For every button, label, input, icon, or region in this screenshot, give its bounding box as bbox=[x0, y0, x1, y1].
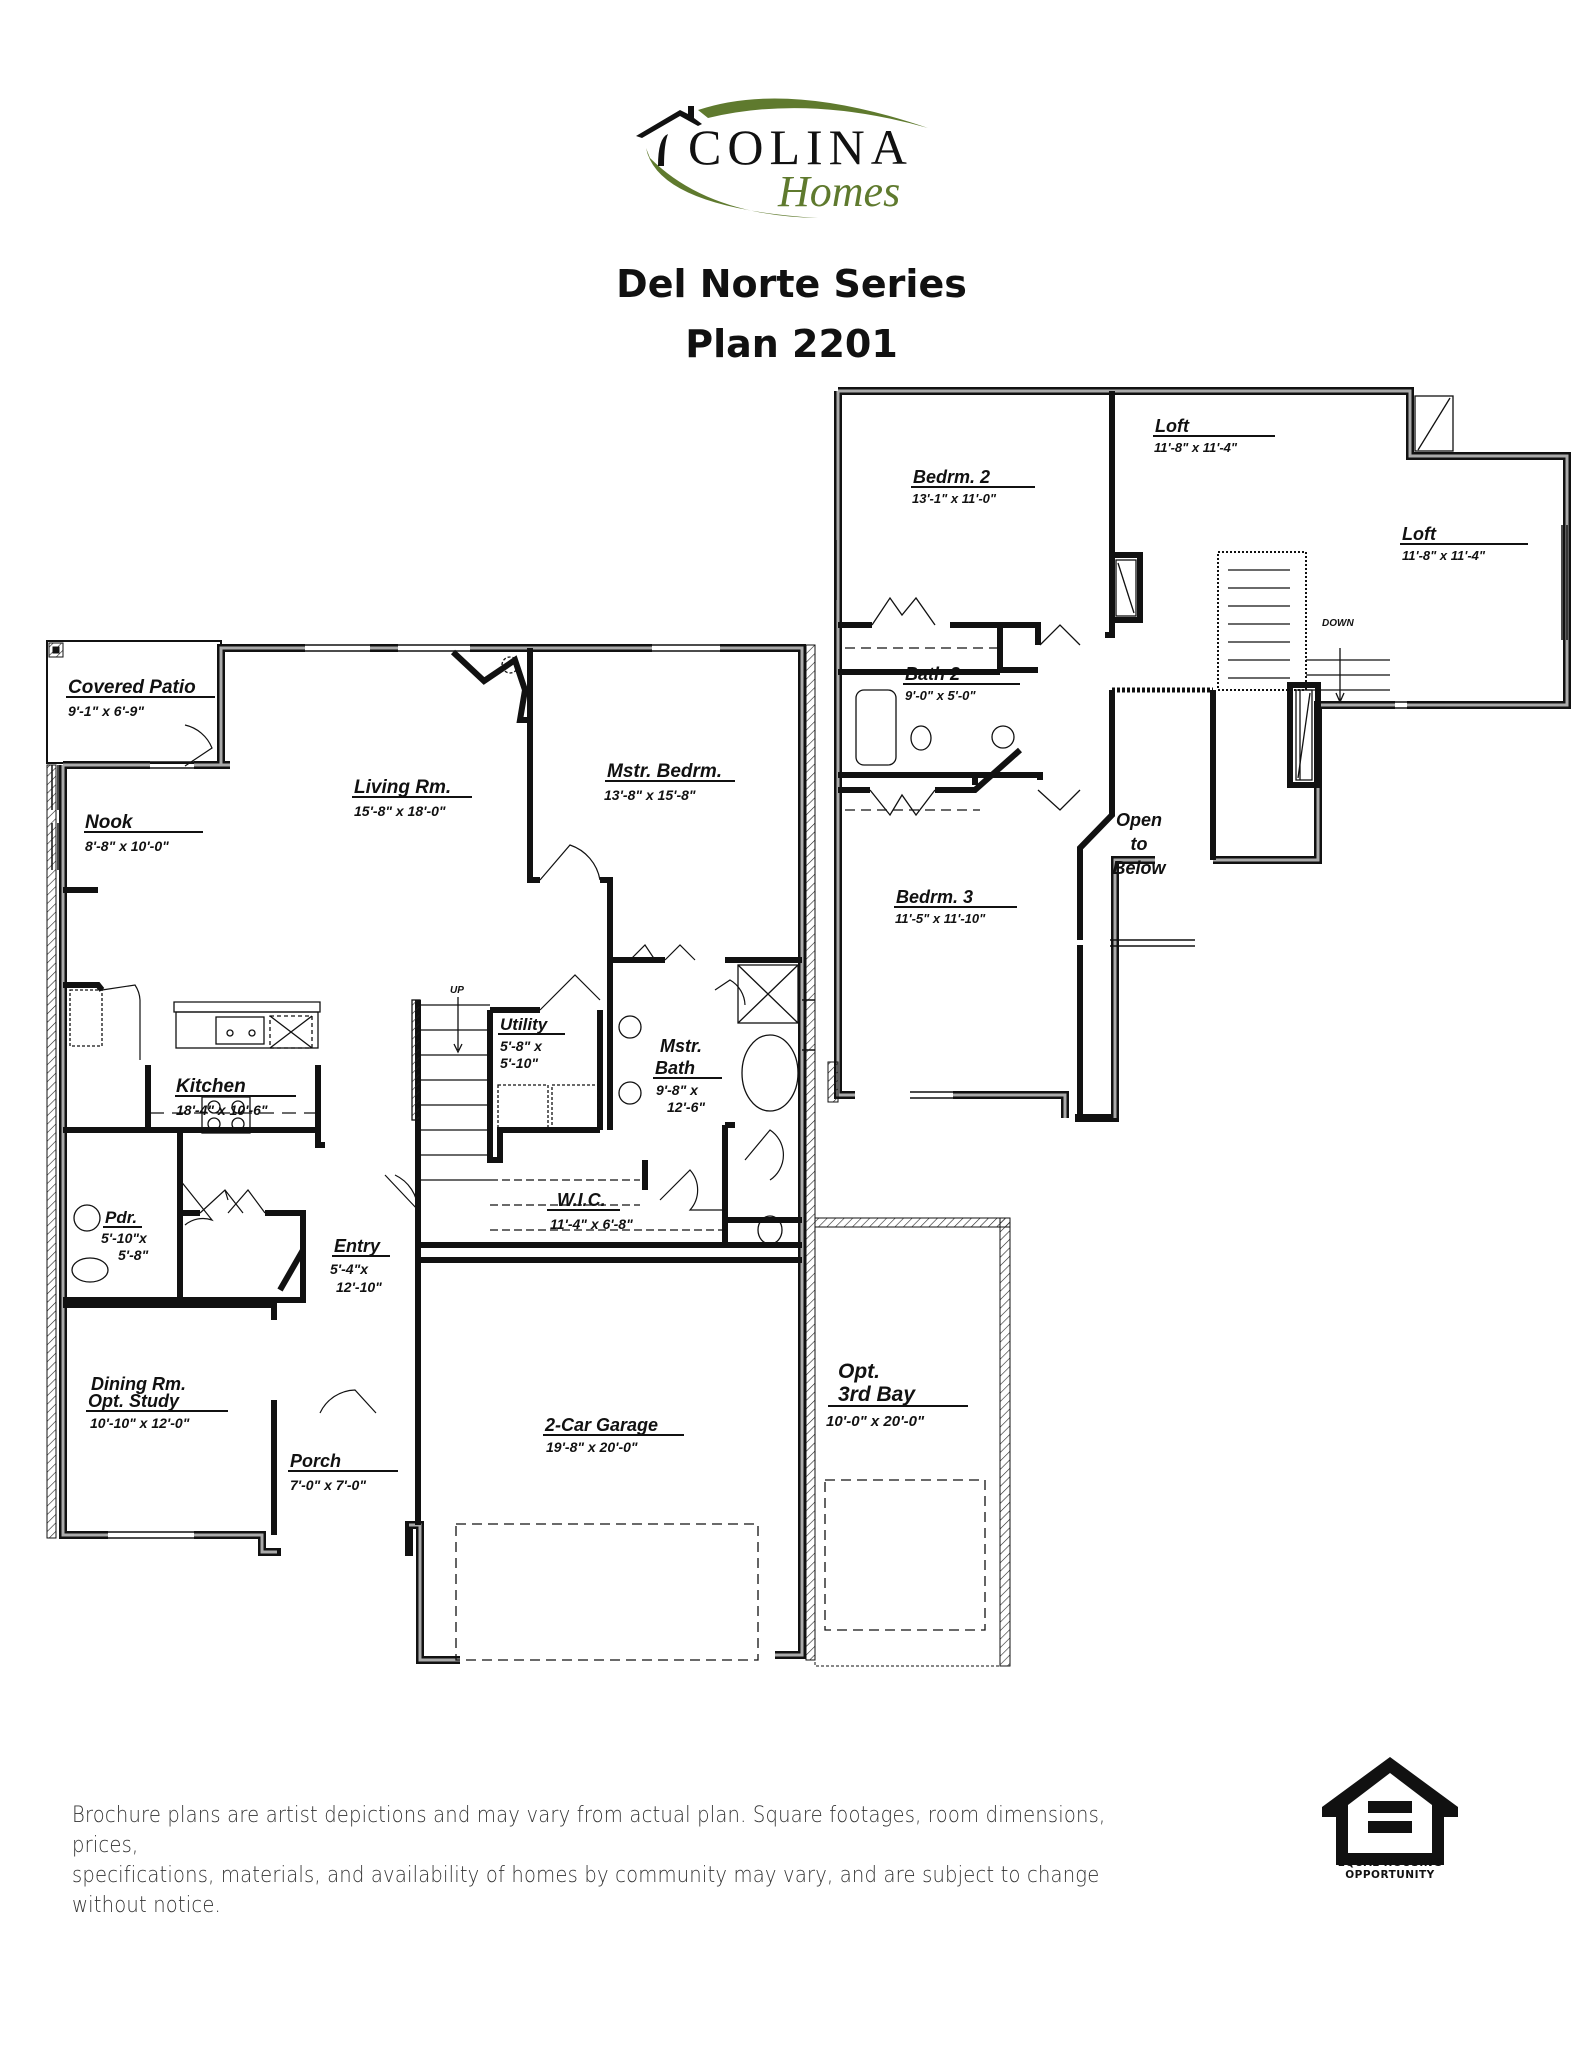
stairs-down-label: DOWN bbox=[1322, 618, 1354, 629]
windows bbox=[51, 644, 815, 1539]
room-dims-kitchen: 18'-4" x 10'-6" bbox=[176, 1102, 268, 1118]
room-label-wic: W.I.C. bbox=[557, 1190, 606, 1210]
room-dims-entry-2: 12'-10" bbox=[336, 1279, 382, 1295]
disclaimer: Brochure plans are artist depictions and… bbox=[72, 1800, 1116, 1920]
room-dims-entry-1: 5'-4"x bbox=[330, 1261, 369, 1277]
logo-brand: COLINA bbox=[688, 119, 913, 175]
room-label-third-bay-2: 3rd Bay bbox=[838, 1383, 916, 1406]
room-dims-master-bath-2: 12'-6" bbox=[667, 1099, 705, 1115]
room-label-garage: 2-Car Garage bbox=[544, 1415, 658, 1435]
room-label-bath-2: Bath 2 bbox=[905, 664, 960, 684]
open-below-2: to bbox=[1131, 834, 1148, 854]
series-title: Del Norte Series bbox=[616, 262, 967, 306]
room-dims-dining: 10'-10" x 12'-0" bbox=[90, 1415, 190, 1431]
room-dims-garage: 19'-8" x 20'-0" bbox=[546, 1439, 638, 1455]
room-dims-powder-1: 5'-10"x bbox=[101, 1230, 148, 1246]
room-label-entry: Entry bbox=[334, 1236, 381, 1256]
door-swings bbox=[101, 724, 784, 1414]
second-floor-interior-walls bbox=[838, 391, 1321, 1118]
veneer-upper bbox=[827, 1061, 839, 1103]
fixtures bbox=[69, 656, 799, 1661]
toilet-master bbox=[757, 1215, 783, 1245]
second-floor-plan bbox=[827, 387, 1571, 1122]
stairs-up bbox=[411, 997, 490, 1181]
logo-swoosh-bottom bbox=[646, 148, 818, 218]
stairs-down bbox=[1217, 551, 1390, 780]
room-label-living: Living Rm. bbox=[354, 777, 451, 798]
room-dims-porch: 7'-0" x 7'-0" bbox=[290, 1477, 366, 1493]
open-below-1: Open bbox=[1116, 810, 1162, 830]
first-floor-labels: Covered Patio 9'-1" x 6'-9" Nook 8'-8" x… bbox=[66, 677, 968, 1493]
refrigerator bbox=[69, 989, 103, 1047]
disclaimer-line-1: Brochure plans are artist depictions and… bbox=[72, 1802, 1106, 1858]
room-label-master-bath-1: Mstr. bbox=[660, 1036, 702, 1056]
third-bay-outline bbox=[814, 1217, 1011, 1667]
second-floor-labels: Bedrm. 2 13'-1" x 11'-0" Loft 11'-8" x 1… bbox=[894, 416, 1528, 926]
room-label-kitchen: Kitchen bbox=[176, 1076, 246, 1097]
room-dims-covered-patio: 9'-1" x 6'-9" bbox=[68, 703, 144, 719]
room-dims-master-bath-1: 9'-8" x bbox=[656, 1082, 699, 1098]
eho-line-1: EQUAL HOUSING bbox=[1337, 1857, 1443, 1869]
kitchen-sink bbox=[215, 1016, 265, 1045]
open-below-3: Below bbox=[1112, 858, 1166, 878]
room-dims-master-bedroom: 13'-8" x 15'-8" bbox=[604, 787, 696, 803]
room-dims-bedroom-3: 11'-5" x 11'-10" bbox=[895, 911, 986, 926]
room-label-loft-a: Loft bbox=[1155, 416, 1190, 436]
stairs-up-label: UP bbox=[450, 985, 464, 996]
room-dims-wic: 11'-4" x 6'-8" bbox=[550, 1216, 633, 1232]
room-label-porch: Porch bbox=[290, 1451, 341, 1471]
room-dims-powder-2: 5'-8" bbox=[118, 1247, 149, 1263]
dishwasher bbox=[269, 1015, 313, 1049]
room-dims-third-bay: 10'-0" x 20'-0" bbox=[826, 1413, 925, 1430]
room-dims-loft-b: 11'-8" x 11'-4" bbox=[1402, 548, 1486, 563]
room-dims-utility-2: 5'-10" bbox=[500, 1055, 538, 1071]
shower bbox=[737, 964, 799, 1024]
room-label-bedroom-3: Bedrm. 3 bbox=[896, 887, 973, 907]
equal-housing-icon bbox=[1322, 1757, 1458, 1865]
veneer-right bbox=[805, 644, 816, 1661]
room-label-master-bedroom: Mstr. Bedrm. bbox=[607, 761, 722, 782]
room-label-powder: Pdr. bbox=[105, 1208, 137, 1227]
interior-walls bbox=[63, 648, 802, 1535]
eho-line-2: OPPORTUNITY bbox=[1345, 1869, 1435, 1881]
disclaimer-line-2: specifications, materials, and availabil… bbox=[72, 1862, 1100, 1918]
garage-door bbox=[455, 1523, 759, 1661]
room-label-dining-2: Opt. Study bbox=[88, 1391, 180, 1411]
room-dims-loft-a: 11'-8" x 11'-4" bbox=[1154, 440, 1238, 455]
veneer-left bbox=[46, 764, 57, 1539]
covered-patio-outline bbox=[46, 640, 222, 764]
room-dims-utility-1: 5'-8" x bbox=[500, 1038, 543, 1054]
room-dims-living: 15'-8" x 18'-0" bbox=[354, 803, 446, 819]
house-roof-icon bbox=[636, 106, 702, 166]
first-floor-plan bbox=[46, 640, 1011, 1667]
room-label-third-bay-1: Opt. bbox=[838, 1360, 880, 1383]
room-label-nook: Nook bbox=[85, 812, 134, 833]
sink-powder bbox=[73, 1204, 101, 1232]
room-dims-bath-2: 9'-0" x 5'-0" bbox=[905, 688, 976, 703]
room-label-loft-b: Loft bbox=[1402, 524, 1437, 544]
room-label-bedroom-2: Bedrm. 2 bbox=[913, 467, 990, 487]
logo-swoosh-top bbox=[698, 98, 928, 128]
room-label-dining-1: Dining Rm. bbox=[91, 1374, 186, 1394]
room-label-utility: Utility bbox=[500, 1015, 549, 1034]
room-label-covered-patio: Covered Patio bbox=[68, 677, 196, 698]
colina-homes-logo: COLINA Homes bbox=[636, 98, 928, 218]
room-label-master-bath-2: Bath bbox=[655, 1058, 695, 1078]
toilet-powder bbox=[71, 1257, 109, 1283]
room-dims-bedroom-2: 13'-1" x 11'-0" bbox=[912, 491, 997, 506]
plan-title: Plan 2201 bbox=[685, 322, 898, 366]
equal-housing-text: EQUAL HOUSING OPPORTUNITY bbox=[1300, 1857, 1480, 1881]
room-dims-nook: 8'-8" x 10'-0" bbox=[85, 838, 169, 854]
logo-sub: Homes bbox=[777, 167, 900, 216]
bathtub bbox=[741, 1034, 799, 1112]
